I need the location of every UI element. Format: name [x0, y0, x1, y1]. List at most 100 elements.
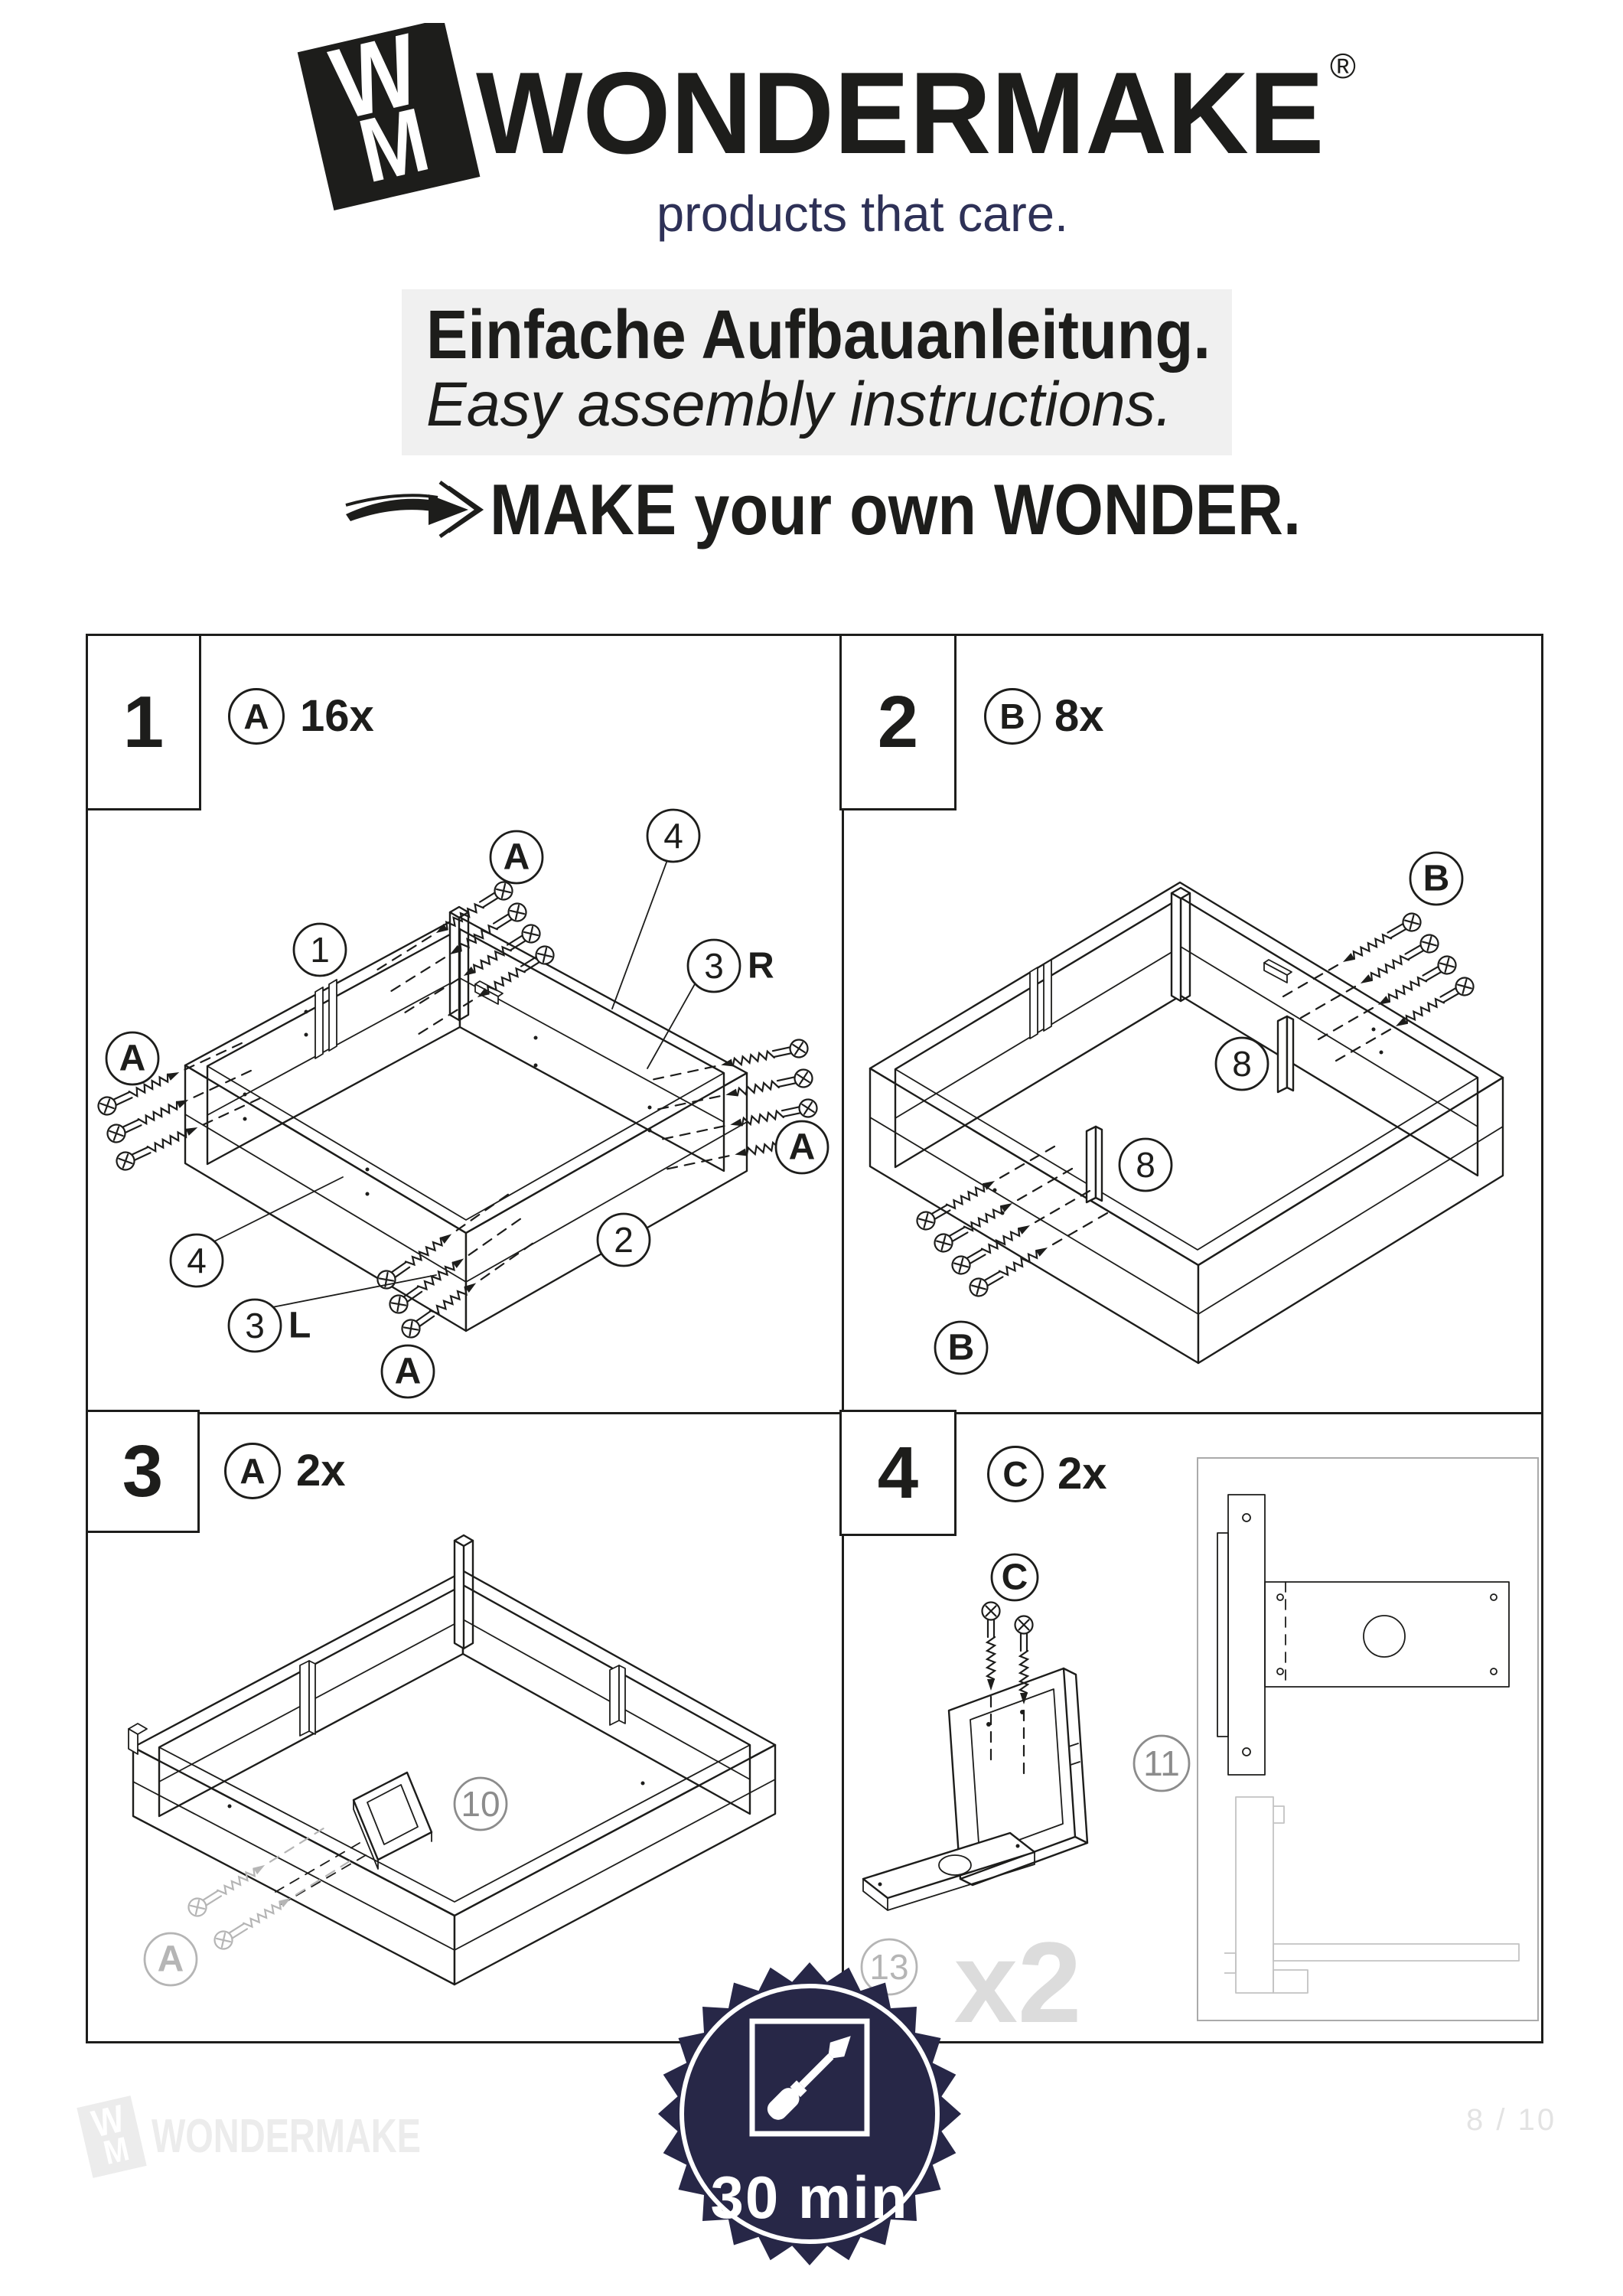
wall-post-right [609, 1665, 626, 1726]
svg-text:4: 4 [663, 816, 683, 856]
step2-number-box: 2 [839, 634, 957, 810]
technical-inset [1197, 1457, 1539, 2021]
badge-duration: 30 min [710, 2164, 908, 2231]
sandbox-frame-step1 [184, 905, 748, 1332]
label-screw-a-step3: A [143, 1932, 198, 1987]
svg-text:8: 8 [1136, 1145, 1155, 1185]
svg-text:8: 8 [1232, 1044, 1252, 1084]
label-screw-a-bottom: A [380, 1344, 435, 1399]
watermark-logo-icon: W M [77, 2095, 147, 2178]
label-part-2: 2 [596, 1212, 651, 1267]
label-part-4-top: 4 [646, 808, 701, 863]
wall-post-left [299, 1660, 316, 1737]
label-screw-c: C [990, 1553, 1039, 1602]
step4-hardware-count: 2x [1058, 1449, 1107, 1499]
grid-horizontal-divider [88, 1412, 1541, 1414]
badge-starburst [658, 1962, 961, 2265]
page-number: 8 / 10 [1466, 2103, 1557, 2137]
label-part-11: 11 [1133, 1734, 1191, 1792]
instructions-banner-text: Einfache Aufbauanleitung. Easy assembly … [426, 297, 1211, 439]
step3-diagram: 10 A [128, 1534, 777, 1987]
step3-number: 3 [122, 1430, 164, 1512]
step1-hardware-letter: A [228, 688, 285, 745]
svg-text:A: A [395, 1352, 422, 1392]
step2-number: 2 [877, 680, 919, 763]
sketch-arrow-icon [345, 480, 484, 539]
svg-text:C: C [1002, 1557, 1028, 1598]
label-part-13: 13 [860, 1938, 918, 1996]
multiplier-watermark: x2 [954, 1918, 1082, 2041]
step1-number: 1 [122, 680, 165, 763]
svg-text:4: 4 [187, 1241, 207, 1280]
label-part-8-right: 8 [1214, 1036, 1269, 1091]
label-screw-a-left: A [105, 1031, 160, 1086]
svg-text:A: A [504, 837, 530, 878]
svg-text:10: 10 [461, 1784, 500, 1824]
brand-wordmark: WONDERMAKE [476, 48, 1324, 178]
svg-text:13: 13 [869, 1947, 908, 1987]
instructions-banner [402, 289, 1232, 455]
svg-text:3: 3 [704, 946, 724, 986]
label-screw-a-right: A [774, 1120, 829, 1175]
step1-hardware-count: 16x [300, 691, 374, 741]
step3-hardware-letter: A [224, 1443, 281, 1499]
wondermake-logo-icon: W M [297, 23, 481, 210]
label-part-3l: 3 [227, 1298, 282, 1353]
label-screw-b-bottom: B [934, 1320, 989, 1375]
svg-text:1: 1 [310, 930, 330, 970]
step4-hardware-letter: C [987, 1446, 1044, 1502]
label-part-4-bottom: 4 [169, 1233, 224, 1288]
label-part-1: 1 [292, 922, 347, 977]
sandbox-frame-step2 [869, 881, 1504, 1365]
label-part-10: 10 [453, 1776, 508, 1831]
label-part-3l-suffix: L [288, 1306, 311, 1346]
registered-mark: ® [1330, 46, 1356, 86]
svg-text:A: A [158, 1939, 184, 1980]
connector-battens-part1 [304, 979, 337, 1059]
svg-text:3: 3 [245, 1306, 265, 1345]
step4-number: 4 [877, 1431, 919, 1514]
badge-icon-frame [749, 2018, 870, 2137]
heading-german: Einfache Aufbauanleitung. [426, 297, 1211, 373]
watermark-brand-text: WONDERMAKE [152, 2109, 421, 2163]
step2-hardware-letter: B [984, 688, 1041, 745]
motto-text: MAKE your own WONDER. [490, 469, 1301, 550]
corner-post [453, 1534, 474, 1650]
inset-top-view [1217, 1494, 1510, 1776]
step1-diagram: A A A A 1 4 3 R 4 3 L 2 [94, 808, 829, 1399]
batten-part8-left [1085, 1125, 1103, 1204]
bracket-part10 [352, 1771, 433, 1870]
label-screw-b-top: B [1409, 851, 1464, 906]
brand-header: W M WONDERMAKE ® products that care. [297, 23, 1356, 242]
batten-part8-right [1276, 1015, 1295, 1094]
badge-inner-ring [680, 1984, 940, 2244]
inset-side-view [1224, 1796, 1520, 1994]
corner-nub [128, 1723, 148, 1755]
connector-battens-installed [1029, 959, 1052, 1039]
sandbox-frame-step3 [128, 1534, 777, 1986]
seat-bracket-part11 [947, 1667, 1089, 1887]
wall-block [1263, 959, 1292, 983]
step1-number-box: 1 [86, 634, 201, 810]
grid-vertical-divider [842, 636, 844, 2041]
svg-text:A: A [789, 1127, 816, 1168]
brand-tagline: products that care. [657, 185, 1068, 242]
svg-text:B: B [1423, 859, 1450, 899]
label-part-3r: 3 [686, 938, 741, 993]
motto-row: MAKE your own WONDER. [345, 469, 1301, 550]
corner-post [1170, 886, 1191, 1003]
screwdriver-icon [767, 2036, 851, 2120]
label-part-8-left: 8 [1118, 1137, 1173, 1192]
svg-text:11: 11 [1143, 1743, 1180, 1783]
step4-diagram: C 11 13 x2 [860, 1457, 1539, 2041]
step4-number-box: 4 [839, 1410, 957, 1536]
svg-text:2: 2 [614, 1220, 634, 1260]
step3-number-box: 3 [86, 1410, 200, 1533]
seat-board-part13 [862, 1831, 1036, 1911]
step3-hardware-count: 2x [296, 1446, 346, 1495]
label-part-3r-suffix: R [748, 946, 774, 987]
svg-text:A: A [119, 1039, 146, 1079]
step2-diagram: B B 8 8 [869, 851, 1504, 1375]
assembly-time-badge: 30 min [658, 1962, 961, 2265]
